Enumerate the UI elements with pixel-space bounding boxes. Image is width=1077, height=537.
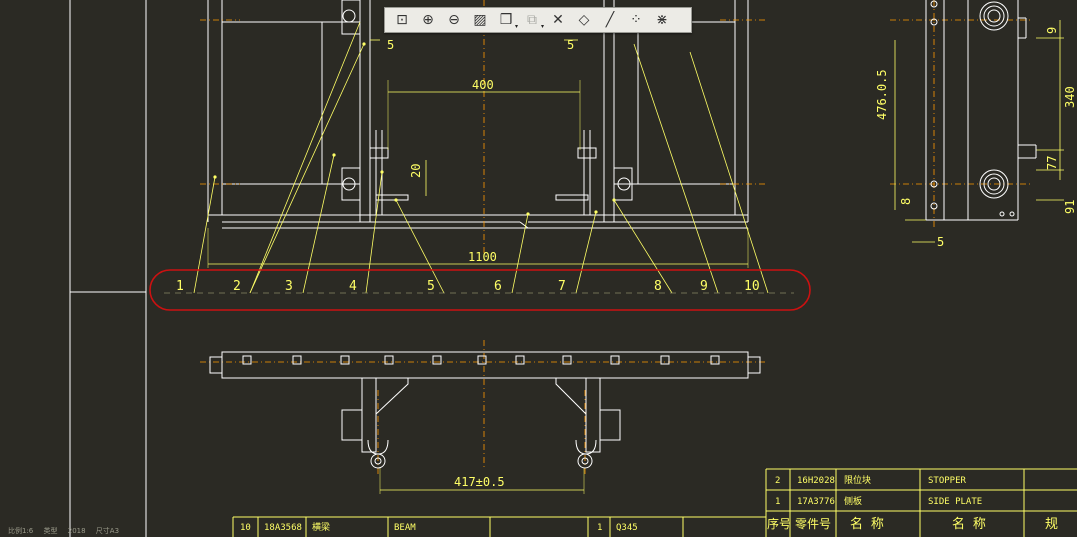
dim-8: 8 <box>899 198 913 205</box>
dim-417: 417±0.5 <box>454 475 505 489</box>
bom-row1-no: 1 <box>775 497 780 507</box>
bom-row1-name-cn: 侧板 <box>844 495 862 507</box>
dim-91: 91 <box>1063 200 1077 214</box>
dimension-texts: 5 5 400 20 1100 417±0.5 476.0.5 340 9 77… <box>387 27 1077 489</box>
dim-77: 77 <box>1045 156 1059 170</box>
zoom-out-button[interactable]: ⊖ <box>441 9 467 31</box>
bom-row1-name-en: SIDE PLATE <box>928 497 982 507</box>
balloon-10: 10 <box>744 279 760 294</box>
balloon-2: 2 <box>233 279 241 294</box>
bom-bottom-qty: 1 <box>597 523 602 533</box>
bom-row1-part: 17A3776 <box>797 497 835 507</box>
csys-display-icon: ⋇ <box>656 12 668 28</box>
side-view <box>925 0 1037 221</box>
bom-row2-no: 2 <box>775 476 780 486</box>
bom-bottom-part: 18A3568 <box>264 523 302 533</box>
balloon-7: 7 <box>558 279 566 294</box>
status-scale: 比例1:6 <box>8 527 34 535</box>
zoom-in-icon: ⊕ <box>422 12 434 28</box>
bom-header-part: 零件号 <box>795 517 831 531</box>
dim-5-right: 5 <box>567 38 574 52</box>
balloon-3: 3 <box>285 279 293 294</box>
bom-bottom-no: 10 <box>240 523 251 533</box>
bom-table <box>232 468 1077 537</box>
dropdown-arrow-icon[interactable]: ▾ <box>514 23 518 30</box>
balloon-4: 4 <box>349 279 357 294</box>
bom-bottom-name-cn: 横梁 <box>312 521 330 533</box>
datum-display-button[interactable]: ✕ <box>545 9 571 31</box>
status-year: 2018 <box>67 527 86 535</box>
axis-display-button[interactable]: ╱ <box>597 9 623 31</box>
centerlines <box>200 0 1030 475</box>
zoom-out-icon: ⊖ <box>448 12 460 28</box>
plane-display-button[interactable]: ◇ <box>571 9 597 31</box>
dim-5-left: 5 <box>387 38 394 52</box>
dropdown-arrow-icon[interactable]: ▾ <box>540 23 544 30</box>
bom-header-name-cn: 名 称 <box>850 516 884 532</box>
leader-lines <box>164 21 794 294</box>
point-display-icon: ⁘ <box>630 12 642 28</box>
datum-display-icon: ✕ <box>552 12 564 28</box>
axis-display-icon: ╱ <box>605 12 615 28</box>
bom-row2-part: 16H2028 <box>797 476 835 486</box>
zoom-window-icon: ⊡ <box>396 12 408 28</box>
balloon-5: 5 <box>427 279 435 294</box>
shading-button[interactable]: ❒▾ <box>493 9 519 31</box>
dim-400: 400 <box>472 78 494 92</box>
dim-9: 9 <box>1045 27 1059 34</box>
point-display-button[interactable]: ⁘ <box>623 9 649 31</box>
balloon-highlight <box>149 269 811 311</box>
zoom-in-button[interactable]: ⊕ <box>415 9 441 31</box>
dim-340: 340 <box>1063 86 1077 108</box>
bom-row2-name-cn: 限位块 <box>844 474 871 486</box>
dim-5-side: 5 <box>937 235 944 249</box>
dim-1100: 1100 <box>468 250 497 264</box>
view-toolbar: ⊡⊕⊖▨❒▾⧉▾✕◇╱⁘⋇ <box>384 7 692 33</box>
bom-bottom-material: Q345 <box>616 523 638 533</box>
status-size: 尺寸A3 <box>95 527 120 535</box>
saved-view-button[interactable]: ⧉▾ <box>519 9 545 31</box>
sheet-border <box>69 0 147 537</box>
balloon-1: 1 <box>176 279 184 294</box>
top-view <box>209 351 761 469</box>
shading-icon: ❒ <box>499 12 513 28</box>
bom-bottom-name-en: BEAM <box>394 523 416 533</box>
dimensions <box>207 20 1064 494</box>
balloon-6: 6 <box>494 279 502 294</box>
bom-header-no: 序号 <box>767 516 791 531</box>
saved-view-icon: ⧉ <box>527 12 537 28</box>
status-bar: 比例1:6 类型 2018 尺寸A3 <box>8 526 127 536</box>
dim-476: 476.0.5 <box>875 69 889 120</box>
front-view <box>207 0 749 229</box>
repaint-button[interactable]: ▨ <box>467 9 493 31</box>
leader-dots <box>213 42 616 216</box>
balloon-9: 9 <box>700 279 708 294</box>
repaint-icon: ▨ <box>473 12 487 28</box>
bom-header-spec: 规 <box>1045 517 1058 532</box>
dim-20: 20 <box>409 164 423 178</box>
bom-row2-name-en: STOPPER <box>928 476 967 486</box>
balloon-labels: 1 2 3 4 5 6 7 8 9 10 <box>176 279 760 294</box>
zoom-window-button[interactable]: ⊡ <box>389 9 415 31</box>
plane-display-icon: ◇ <box>578 12 590 28</box>
bom-header-name-en: 名 称 <box>952 516 986 532</box>
bom-text: 2 16H2028 限位块 STOPPER 1 17A3776 侧板 SIDE … <box>240 474 1058 533</box>
csys-display-button[interactable]: ⋇ <box>649 9 675 31</box>
balloon-8: 8 <box>654 279 662 294</box>
status-type: 类型 <box>43 527 58 535</box>
